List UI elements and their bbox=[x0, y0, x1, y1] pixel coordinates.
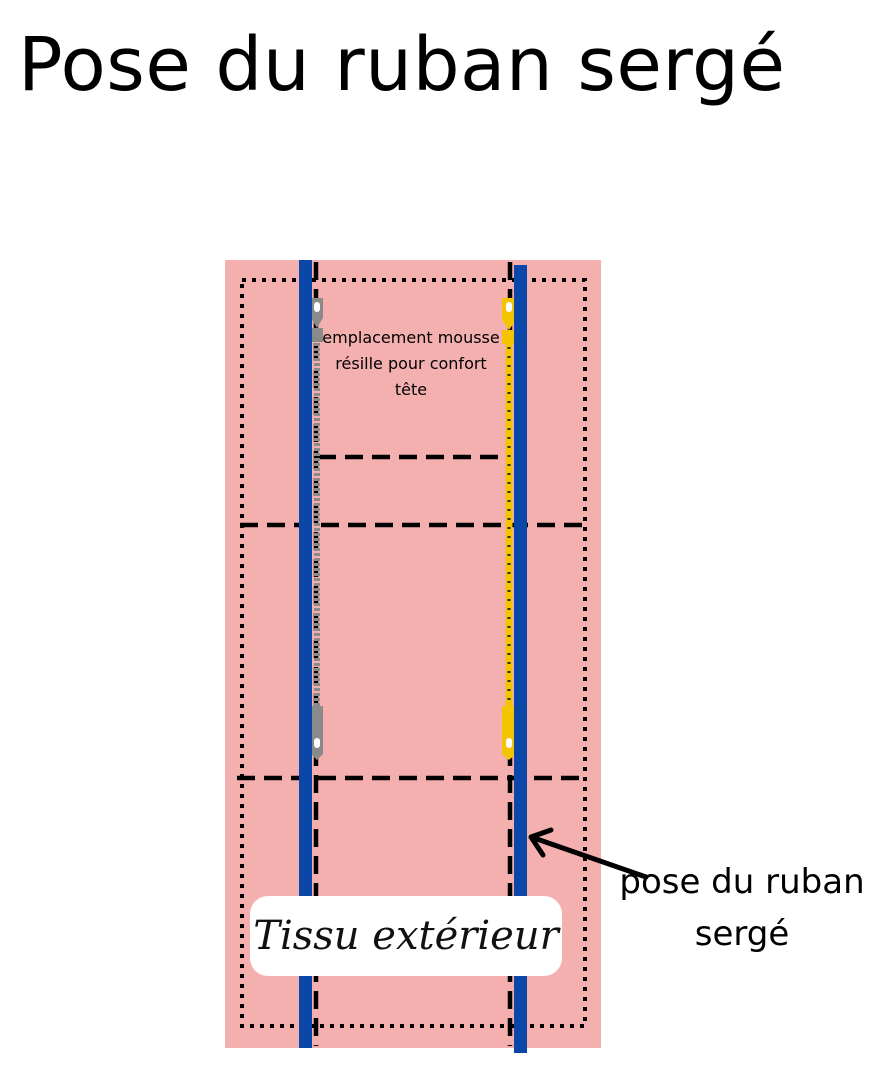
seam-allowance-dotted-outline bbox=[240, 278, 587, 1028]
callout-arrow-icon bbox=[528, 827, 649, 880]
left-zipper bbox=[311, 298, 323, 760]
fabric-label: Tissu extérieur bbox=[253, 913, 559, 959]
right-twill-tape bbox=[514, 265, 527, 1053]
callout-label: pose du ruban sergé bbox=[619, 862, 865, 954]
fabric-label-badge: Tissu extérieur bbox=[250, 896, 562, 976]
right-zipper bbox=[502, 298, 516, 760]
left-zipper-bottom-slider-icon bbox=[311, 706, 323, 760]
left-twill-tape bbox=[299, 260, 312, 1048]
foam-area-label: emplacement mousse résille pour confort … bbox=[322, 328, 500, 399]
right-zipper-bottom-slider-icon bbox=[502, 706, 516, 760]
page-title: Pose du ruban sergé bbox=[18, 22, 786, 108]
left-zipper-top-slider-icon bbox=[311, 298, 323, 342]
right-zipper-top-slider-icon bbox=[502, 298, 516, 344]
